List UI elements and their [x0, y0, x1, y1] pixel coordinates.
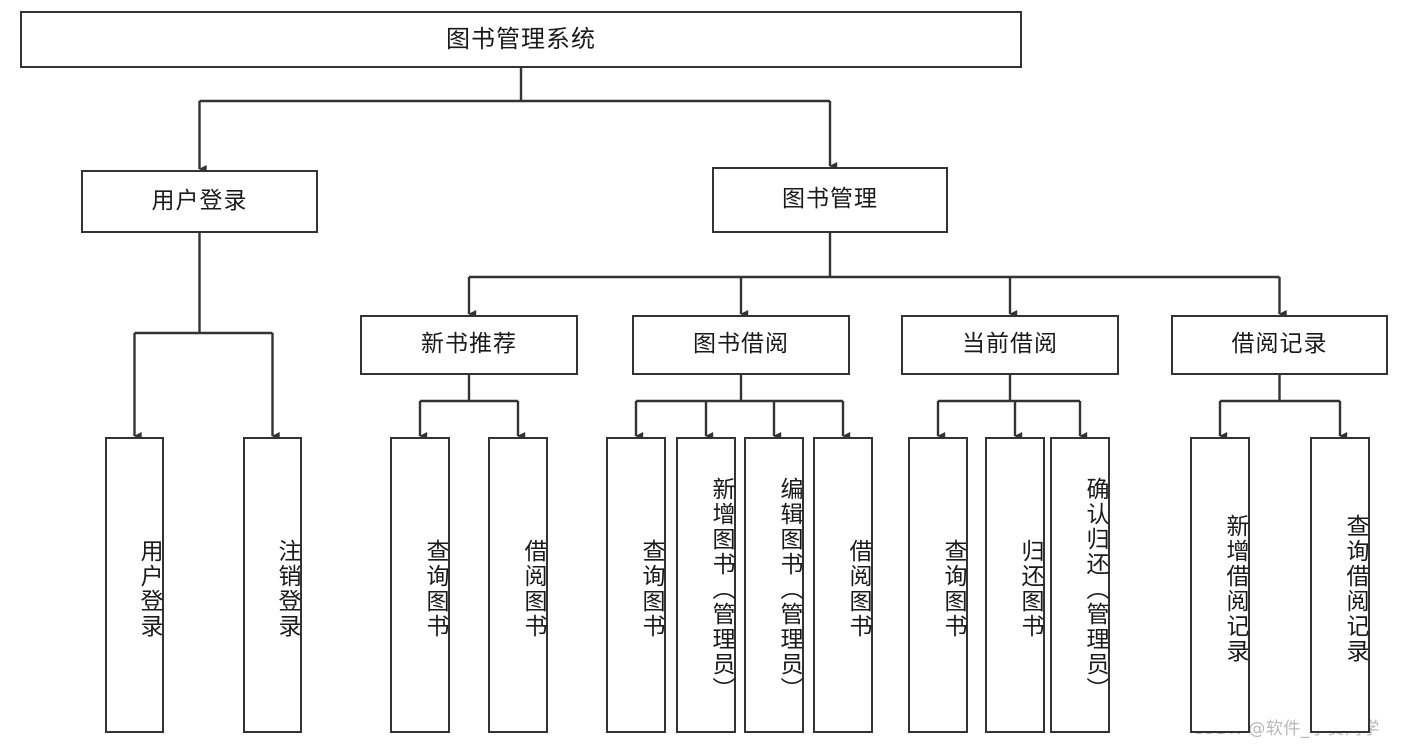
node-label: 归还图书 [1017, 539, 1043, 639]
node-root[interactable]: 图书管理系统 [20, 11, 1022, 68]
node-leaf-query-book-1[interactable]: 查询图书 [390, 437, 450, 733]
node-label: 图书借阅 [693, 331, 789, 358]
node-label: 图书管理系统 [446, 25, 596, 54]
node-leaf-query-book-3[interactable]: 查询图书 [908, 437, 968, 733]
node-leaf-query-book-2[interactable]: 查询图书 [606, 437, 666, 733]
node-leaf-add-record[interactable]: 新增借阅记录 [1190, 437, 1250, 733]
node-leaf-return-book[interactable]: 归还图书 [985, 437, 1045, 733]
node-label: 新增借阅记录 [1222, 514, 1248, 664]
node-book-borrow[interactable]: 图书借阅 [632, 315, 850, 375]
node-label: 编辑图书（管理员） [776, 476, 802, 702]
node-label: 查询图书 [422, 539, 448, 639]
node-label: 查询借阅记录 [1342, 514, 1368, 664]
node-book-manage[interactable]: 图书管理 [712, 167, 948, 233]
node-label: 借阅图书 [520, 539, 546, 639]
node-label: 新增图书（管理员） [708, 476, 734, 702]
node-leaf-add-book[interactable]: 新增图书（管理员） [676, 437, 736, 733]
node-label: 用户登录 [136, 539, 162, 639]
node-label: 用户登录 [151, 187, 248, 214]
node-leaf-edit-book[interactable]: 编辑图书（管理员） [744, 437, 804, 733]
node-label: 查询图书 [940, 539, 966, 639]
node-leaf-borrow-book-2[interactable]: 借阅图书 [813, 437, 873, 733]
node-label: 注销登录 [274, 539, 300, 639]
node-label: 新书推荐 [421, 331, 517, 358]
node-leaf-confirm-return[interactable]: 确认归还（管理员） [1050, 437, 1110, 733]
node-label: 确认归还（管理员） [1082, 476, 1108, 702]
node-leaf-user-login[interactable]: 用户登录 [105, 437, 164, 733]
node-new-book-recommend[interactable]: 新书推荐 [360, 315, 578, 375]
node-leaf-query-record[interactable]: 查询借阅记录 [1310, 437, 1370, 733]
node-current-borrow[interactable]: 当前借阅 [901, 315, 1119, 375]
node-leaf-logout[interactable]: 注销登录 [243, 437, 302, 733]
node-user-login[interactable]: 用户登录 [81, 170, 318, 233]
node-label: 图书管理 [782, 186, 878, 213]
node-label: 查询图书 [638, 539, 664, 639]
node-label: 借阅记录 [1231, 331, 1328, 358]
node-leaf-borrow-book-1[interactable]: 借阅图书 [488, 437, 548, 733]
node-label: 借阅图书 [845, 539, 871, 639]
node-label: 当前借阅 [962, 331, 1058, 358]
node-borrow-record[interactable]: 借阅记录 [1171, 315, 1388, 375]
